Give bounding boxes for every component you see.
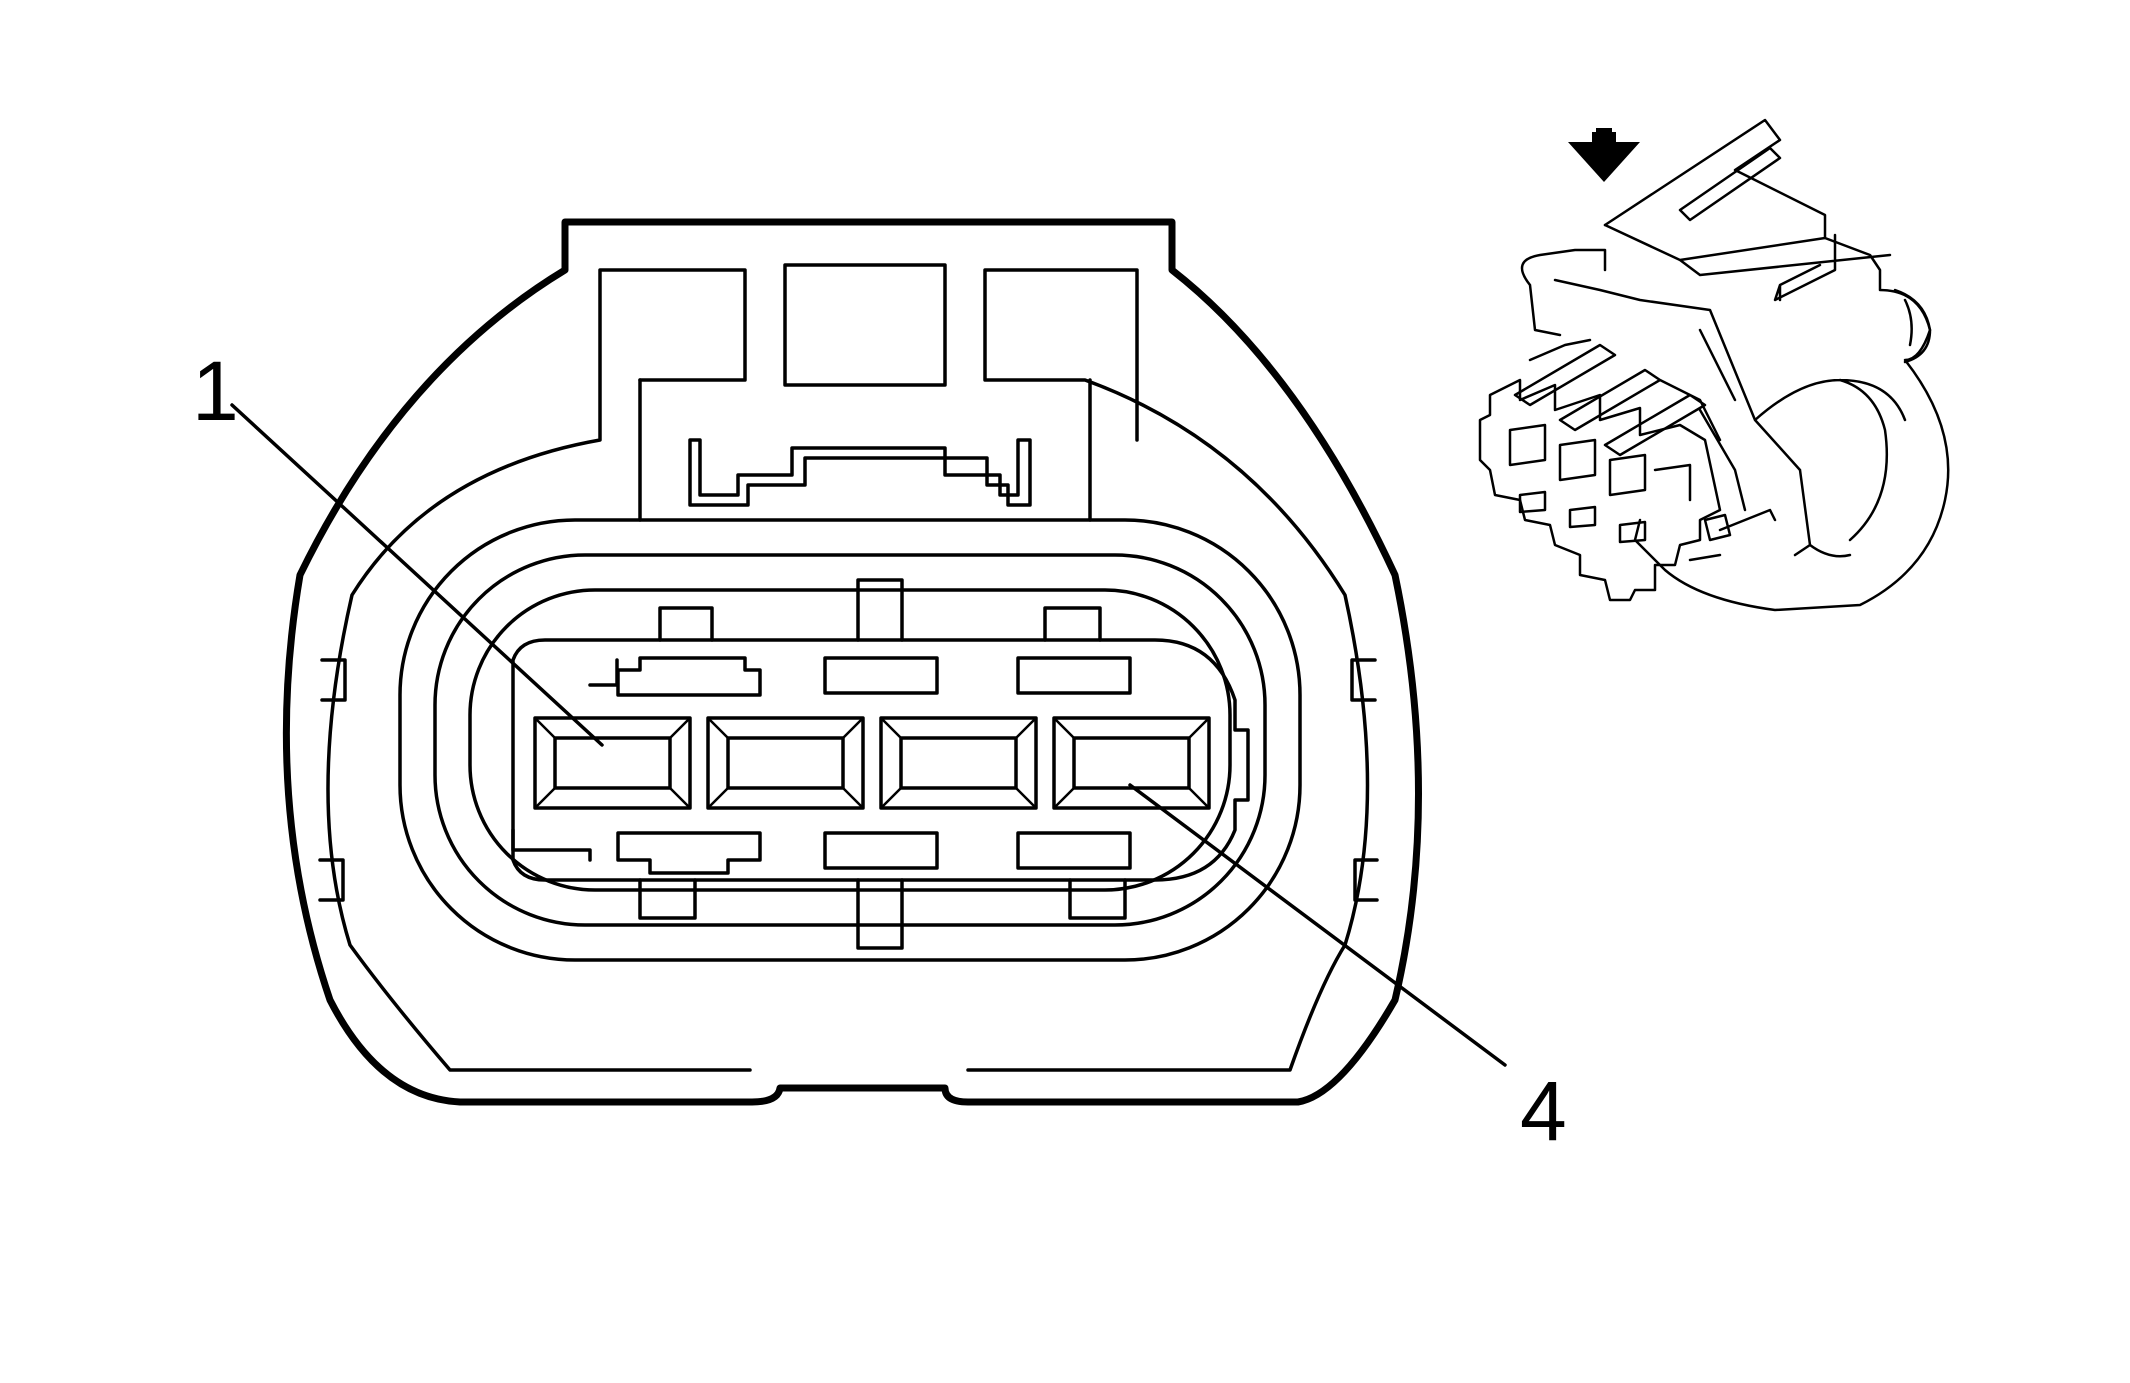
iso-cavity-grid [1508,423,1692,544]
terminal-cavity-3 [879,716,1038,810]
top-locking-tab [638,263,1092,522]
cavity-seal-outer [398,518,1302,962]
arrow-down-shaft [1596,128,1612,145]
terminal-block-outline [511,638,1250,882]
terminal-cavity-1 [533,716,692,810]
callout-label-pin-1: 1 [192,344,239,438]
upper-window-2 [823,656,939,695]
connector-housing-outline [282,218,1422,1106]
cavity-seal-middle [433,553,1267,927]
upper-slot-left [588,658,619,687]
leader-line-pin-1 [230,403,604,747]
iso-side-ear [1893,288,1932,364]
iso-terminal-bars [1513,338,1747,512]
iso-front-latches [1688,508,1777,562]
terminal-cavity-2 [706,716,865,810]
leader-line-pin-4 [1128,783,1507,1067]
locking-tab-block [783,263,947,387]
upper-key-3 [1043,606,1102,642]
lower-key-2 [856,878,904,950]
lower-key-1 [638,878,697,920]
upper-key-1 [658,606,714,642]
iso-body-outline [1603,118,1950,612]
lower-window-3 [1016,831,1132,870]
housing-inner-contour [326,268,1370,1072]
lower-key-3 [1068,878,1127,920]
right-side-notches [1350,658,1379,902]
iso-terminal-cage [1478,378,1722,602]
upper-window-1 [616,656,762,697]
iso-top-rails [1603,146,1892,302]
locking-tab-spring [688,438,1032,507]
locking-tab-frame [638,378,1092,522]
callout-pin-1: 1 [192,344,604,747]
lower-bracket-left [511,828,592,862]
lower-window-2 [823,831,939,870]
terminal-cavity-4 [1052,716,1211,810]
cavity-seal-inner [468,588,1232,892]
left-side-notches [318,658,347,902]
iso-latch-curves [1520,248,1907,558]
connector-face-view [282,218,1422,1106]
callout-label-pin-4: 4 [1520,1064,1567,1158]
upper-window-3 [1016,656,1132,695]
arrow-down-icon [1568,132,1640,182]
connector-isometric-view [1478,118,1950,612]
upper-key-2 [856,578,904,642]
lower-key-row [511,828,1132,950]
upper-key-row [588,578,1132,697]
lower-window-1 [616,831,762,875]
callout-pin-4: 4 [1128,783,1567,1158]
